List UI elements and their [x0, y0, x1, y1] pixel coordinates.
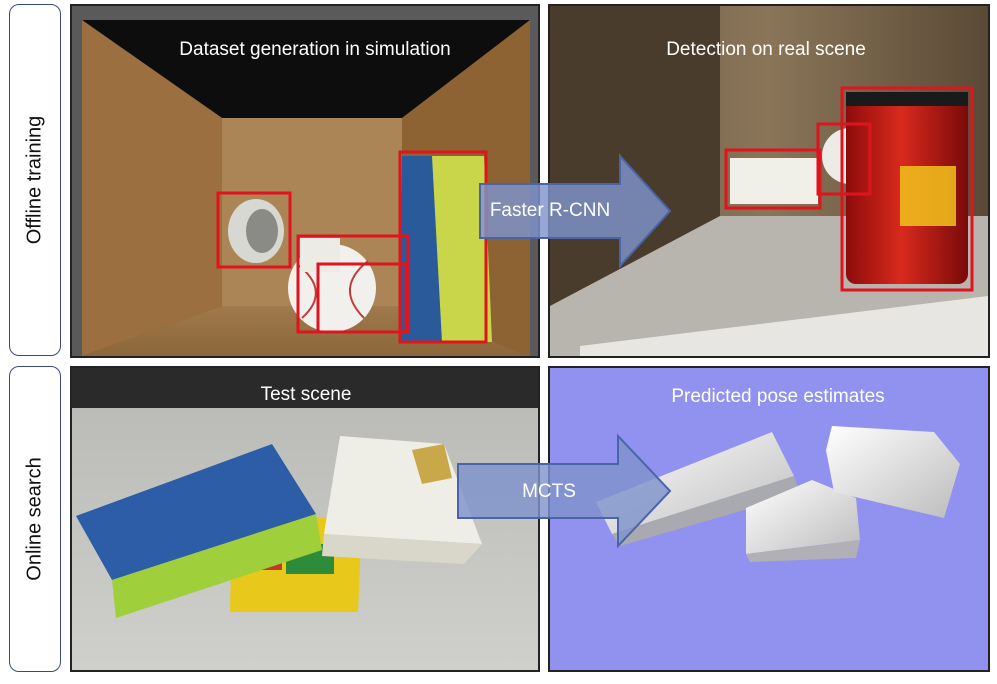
- offline-training-label: Offline training: [9, 4, 61, 356]
- bbox-tape: [216, 191, 292, 269]
- simulation-scene: [72, 6, 538, 356]
- simulation-detection-boxes: [216, 150, 488, 344]
- real-detection-boxes: [724, 86, 974, 292]
- online-search-text: Online search: [23, 457, 46, 581]
- real-detection-caption: Detection on real scene: [666, 39, 866, 60]
- simulation-panel: Dataset generation in simulation: [70, 4, 540, 358]
- bbox-ball: [816, 122, 872, 196]
- offline-training-text: Offline training: [23, 115, 46, 245]
- test-scene-caption: Test scene: [260, 384, 352, 405]
- bbox-soap: [724, 148, 822, 210]
- faster-rcnn-arrow: [479, 153, 672, 269]
- bbox-expo-box: [398, 150, 488, 344]
- mcts-arrow: [457, 433, 672, 549]
- online-search-label: Online search: [9, 366, 61, 672]
- bbox-can: [840, 86, 974, 292]
- simulation-caption: Dataset generation in simulation: [179, 39, 451, 60]
- real-detection-panel: Detection on real scene: [548, 4, 990, 358]
- faster-rcnn-label: Faster R-CNN: [489, 200, 611, 221]
- mcts-label: MCTS: [522, 481, 576, 502]
- bbox-baseball-lower: [316, 262, 408, 334]
- real-scene: [550, 6, 988, 356]
- pose-estimates-caption: Predicted pose estimates: [671, 386, 885, 407]
